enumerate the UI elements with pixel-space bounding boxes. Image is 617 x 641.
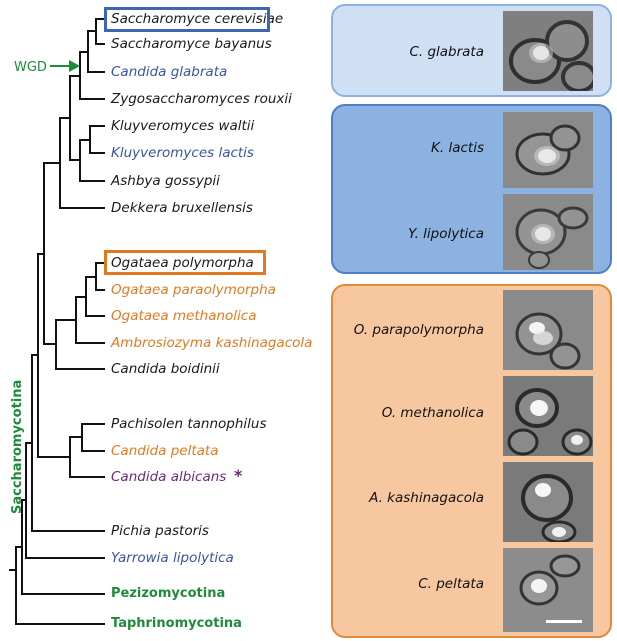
- micrograph-y-lipolytica: [503, 194, 593, 270]
- species-label: Pachisolen tannophilus: [111, 416, 267, 432]
- wgd-arrow-icon: [50, 60, 80, 72]
- micrograph-o-parapolymorpha: [503, 290, 593, 370]
- highlight-box-orange: [104, 250, 266, 275]
- star-marker: *: [234, 466, 243, 485]
- micrograph-label: O. parapolymorpha: [353, 322, 484, 338]
- micrograph-label: A. kashinagacola: [369, 490, 484, 506]
- micrograph-c-glabrata: [503, 11, 593, 91]
- species-label: Kluyveromyces lactis: [111, 145, 254, 161]
- species-label: Pichia pastoris: [111, 523, 209, 539]
- species-label: Ogataea polymorpha: [111, 255, 254, 271]
- scale-bar: [546, 620, 582, 623]
- species-label: Yarrowia lipolytica: [111, 550, 234, 566]
- micrograph-a-kashinagacola: [503, 462, 593, 542]
- group-label-taphrinomycotina: Taphrinomycotina: [111, 616, 242, 631]
- micrograph-label: C. peltata: [418, 576, 484, 592]
- species-label: Ashbya gossypii: [111, 173, 220, 189]
- group-label-pezizomycotina: Pezizomycotina: [111, 586, 226, 601]
- species-label: Ogataea methanolica: [111, 308, 257, 324]
- species-label: Dekkera bruxellensis: [111, 200, 253, 216]
- species-label: Candida glabrata: [111, 64, 228, 80]
- micrograph-label: C. glabrata: [409, 44, 484, 60]
- micrograph-o-methanolica: [503, 376, 593, 456]
- micrograph-label: K. lactis: [431, 140, 484, 156]
- phylogenetic-tree: [9, 18, 105, 625]
- wgd-label: WGD: [14, 60, 47, 75]
- micrograph-label: Y. lipolytica: [408, 226, 484, 242]
- species-label: Candida albicans: [111, 469, 227, 485]
- micrograph-label: O. methanolica: [381, 405, 484, 421]
- micrograph-k-lactis: [503, 112, 593, 188]
- species-label: Ambrosiozyma kashinagacola: [111, 335, 313, 351]
- species-label: Zygosaccharomyces rouxii: [111, 91, 292, 107]
- clade-label-saccharomycotina: Saccharomycotina: [10, 379, 25, 514]
- species-label: Saccharomyce bayanus: [111, 36, 272, 52]
- species-label: Candida peltata: [111, 443, 219, 459]
- species-label: Candida boidinii: [111, 361, 220, 377]
- species-label: Saccharomyce cerevisiae: [111, 11, 284, 27]
- highlight-box-blue: [104, 7, 270, 32]
- species-label: Kluyveromyces waltii: [111, 118, 255, 134]
- micrograph-c-peltata: [503, 548, 593, 632]
- species-label: Ogataea paraolymorpha: [111, 282, 276, 298]
